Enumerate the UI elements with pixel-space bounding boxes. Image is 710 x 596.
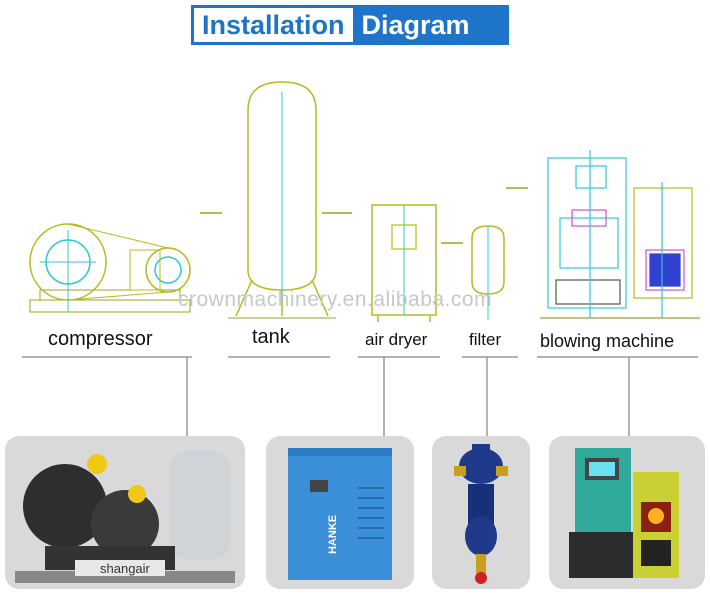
title-word-installation: Installation	[194, 8, 353, 42]
air-dryer-drawing	[371, 204, 437, 322]
label-tank: tank	[252, 326, 290, 348]
photo-connectors	[186, 357, 630, 437]
blowing-machine-photo	[549, 436, 705, 589]
compressor-brand: shangair	[100, 561, 151, 576]
dryer-brand: HANKE	[327, 515, 339, 554]
label-air-dryer: air dryer	[365, 330, 428, 349]
pipes	[200, 187, 528, 244]
compressor-photo: shangair	[5, 436, 245, 589]
tank-drawing	[228, 81, 336, 319]
blowing-machine-drawing	[540, 150, 700, 319]
label-filter: filter	[469, 330, 502, 349]
filter-drawing	[471, 225, 505, 320]
label-compressor: compressor	[48, 328, 153, 350]
title-banner: Installation Diagram	[191, 5, 509, 45]
label-blowing-machine: blowing machine	[540, 331, 675, 351]
filter-photo	[432, 436, 530, 589]
air-dryer-photo: HANKE	[266, 436, 414, 589]
compressor-drawing	[29, 223, 191, 313]
watermark: crownmachinery.en.alibaba.com	[178, 288, 493, 311]
title-word-diagram: Diagram	[361, 10, 470, 40]
